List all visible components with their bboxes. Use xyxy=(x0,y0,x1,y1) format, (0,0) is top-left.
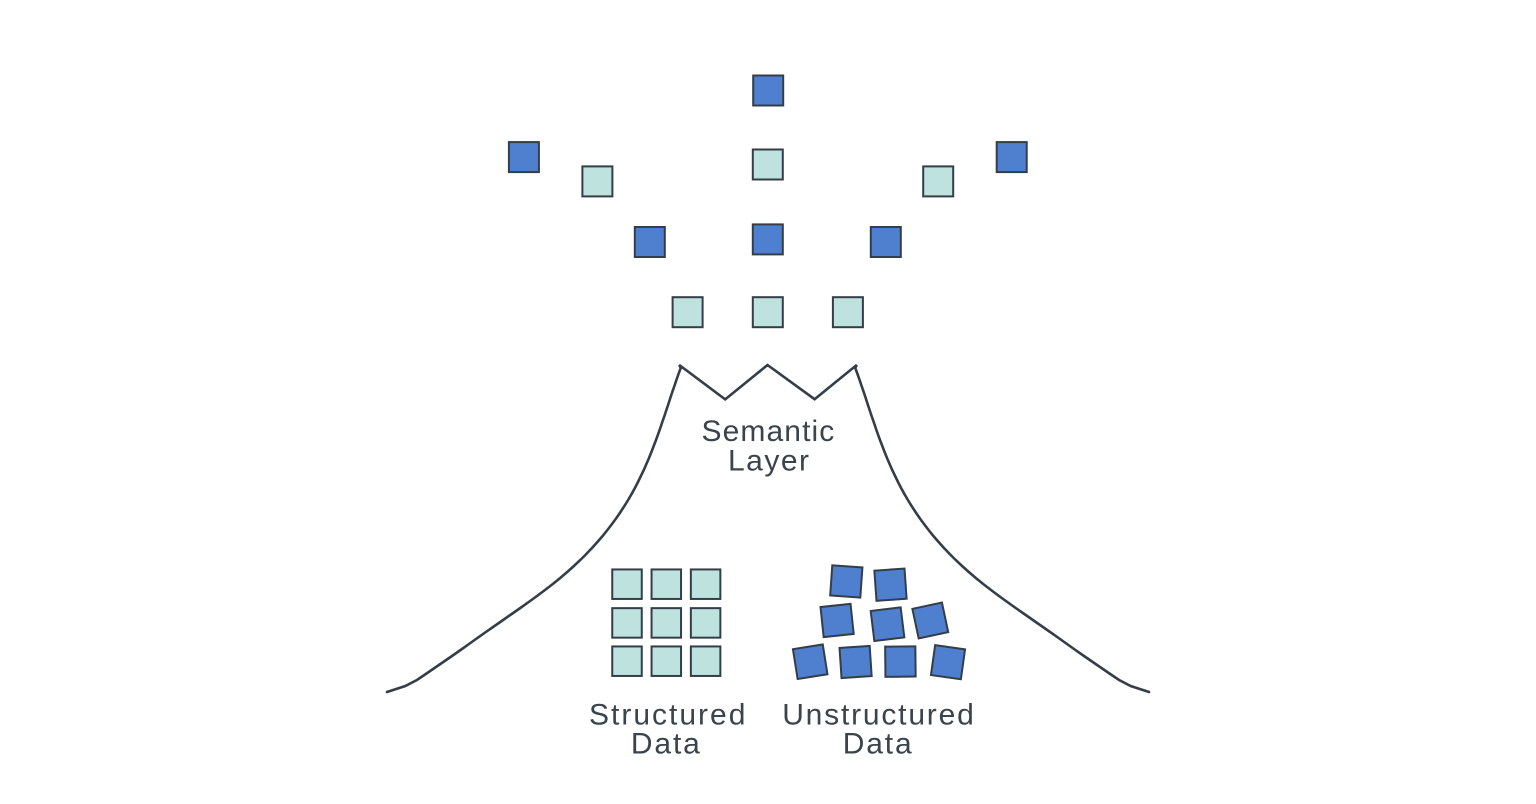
svg-text:Structured: Structured xyxy=(589,698,747,731)
svg-text:Unstructured: Unstructured xyxy=(782,698,975,731)
svg-text:Semantic: Semantic xyxy=(702,415,836,448)
svg-text:Layer: Layer xyxy=(728,445,811,478)
svg-text:Data: Data xyxy=(631,727,702,760)
svg-text:Data: Data xyxy=(843,727,914,760)
